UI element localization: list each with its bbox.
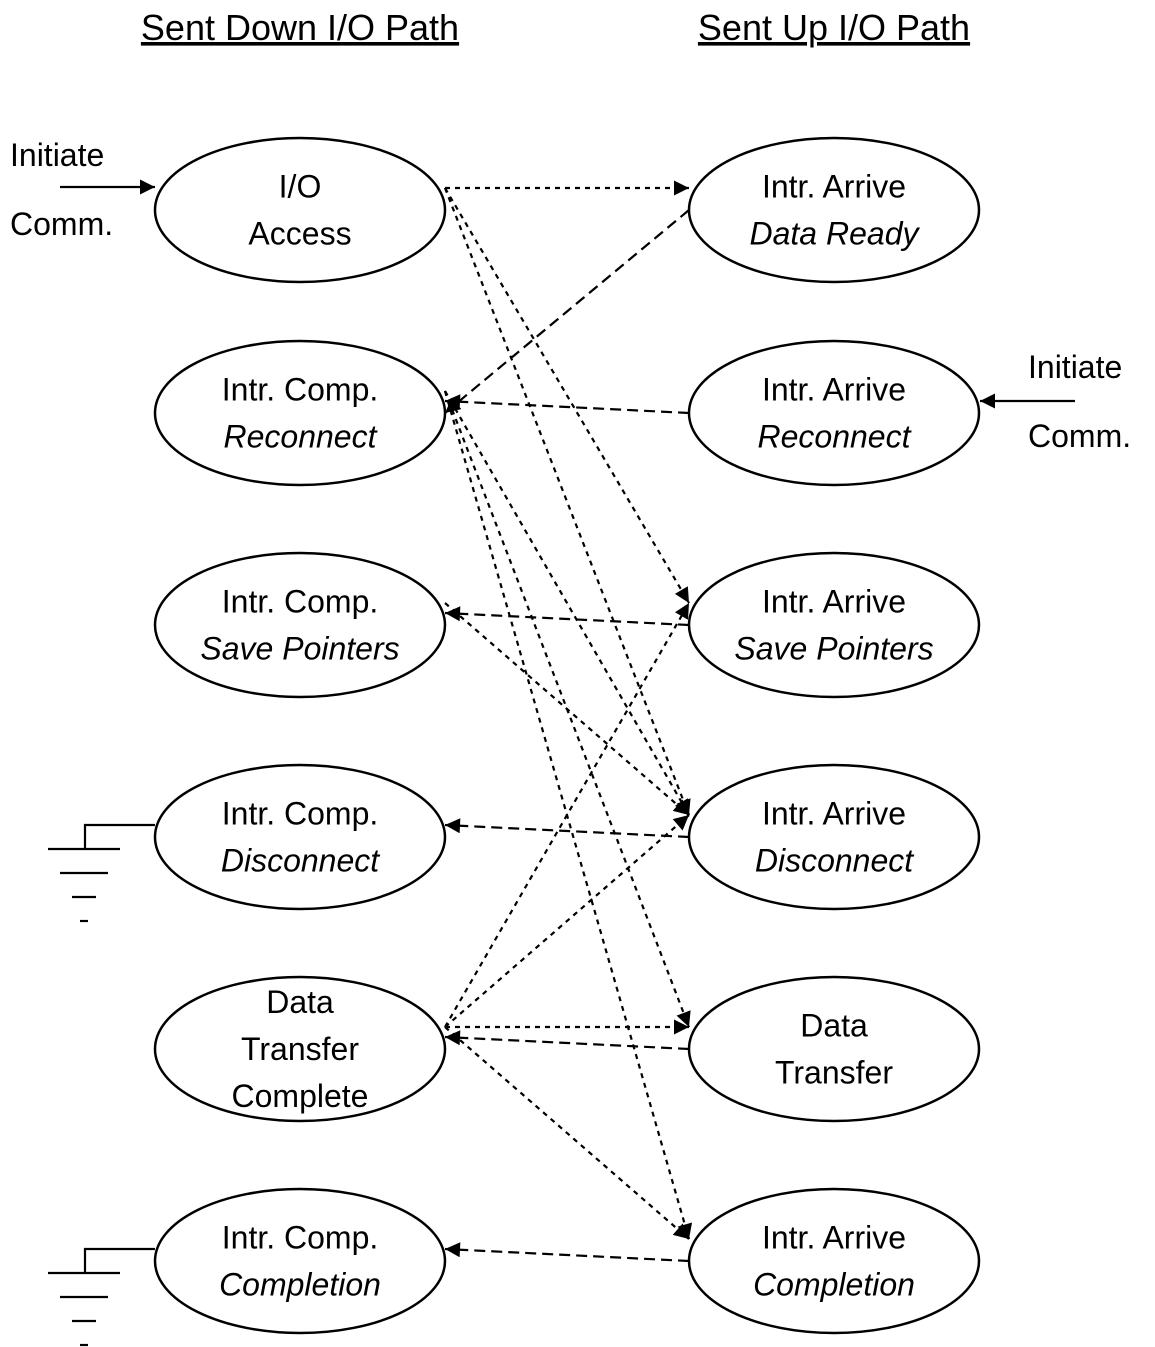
initiate-left-label: Initiate bbox=[10, 137, 104, 173]
node-ellipse bbox=[687, 136, 981, 284]
node-ellipse bbox=[153, 763, 447, 911]
node-label: Intr. Comp. bbox=[222, 1220, 379, 1256]
node-label: Data bbox=[266, 984, 334, 1020]
ground-symbol bbox=[48, 1247, 155, 1347]
node-label: Transfer bbox=[241, 1031, 359, 1067]
edge-up bbox=[444, 606, 690, 627]
initiate-right: Initiate Comm. bbox=[980, 349, 1131, 454]
node-ellipse bbox=[153, 975, 447, 1123]
edge-down bbox=[444, 187, 690, 604]
node-label: Transfer bbox=[775, 1055, 893, 1091]
node-intr-comp-save-pointers: Intr. Comp. Save Pointers bbox=[153, 551, 447, 699]
node-label: Intr. Comp. bbox=[222, 584, 379, 620]
node-label: Completion bbox=[753, 1267, 915, 1303]
node-label: Data Ready bbox=[750, 216, 921, 252]
edge-down bbox=[444, 602, 690, 1028]
node-ellipse bbox=[153, 551, 447, 699]
edge-up bbox=[444, 818, 690, 839]
edge-down bbox=[444, 814, 690, 1028]
node-ellipse bbox=[687, 339, 981, 487]
node-label: Disconnect bbox=[755, 843, 914, 879]
node-label: Access bbox=[248, 216, 351, 252]
node-label: Disconnect bbox=[221, 843, 380, 879]
node-ellipse bbox=[153, 1187, 447, 1335]
edge-up bbox=[444, 1030, 690, 1051]
node-ellipse bbox=[687, 975, 981, 1123]
node-label: Reconnect bbox=[224, 419, 378, 455]
node-ellipse bbox=[687, 763, 981, 911]
node-ellipse bbox=[153, 136, 447, 284]
node-label: I/O bbox=[279, 169, 322, 205]
edge-down bbox=[443, 187, 691, 816]
node-label: Intr. Arrive bbox=[762, 796, 906, 832]
node-ellipse bbox=[153, 339, 447, 487]
node-io-access: I/O Access bbox=[153, 136, 447, 284]
edge-up bbox=[444, 1242, 690, 1263]
initiate-left-label-2: Comm. bbox=[10, 206, 113, 242]
header-sent-up: Sent Up I/O Path bbox=[698, 7, 970, 48]
node-ellipse bbox=[687, 1187, 981, 1335]
initiate-right-label: Initiate bbox=[1028, 349, 1122, 385]
header-sent-down: Sent Down I/O Path bbox=[141, 7, 459, 48]
node-label: Save Pointers bbox=[734, 631, 933, 667]
edge-down bbox=[444, 1026, 690, 1240]
node-label: Data bbox=[800, 1008, 868, 1044]
edge-up bbox=[444, 394, 690, 415]
node-label: Complete bbox=[232, 1078, 369, 1114]
ground-symbol bbox=[48, 823, 155, 923]
edges-layer bbox=[443, 180, 693, 1263]
node-intr-comp-reconnect: Intr. Comp. Reconnect bbox=[153, 339, 447, 487]
edge-up bbox=[444, 209, 690, 414]
node-label: Intr. Arrive bbox=[762, 372, 906, 408]
node-label: Intr. Comp. bbox=[222, 372, 379, 408]
node-label: Intr. Arrive bbox=[762, 1220, 906, 1256]
grounds-layer bbox=[48, 823, 155, 1347]
node-label: Completion bbox=[219, 1267, 381, 1303]
initiate-right-label-2: Comm. bbox=[1028, 418, 1131, 454]
node-intr-comp-completion: Intr. Comp. Completion bbox=[153, 1187, 447, 1335]
node-label: Intr. Arrive bbox=[762, 584, 906, 620]
node-label: Intr. Comp. bbox=[222, 796, 379, 832]
edge-down bbox=[444, 602, 690, 816]
node-label: Reconnect bbox=[758, 419, 912, 455]
edge-down bbox=[444, 390, 690, 816]
node-intr-comp-disconnect: Intr. Comp. Disconnect bbox=[153, 763, 447, 911]
initiate-left: Initiate Comm. bbox=[10, 137, 155, 242]
node-ellipse bbox=[687, 551, 981, 699]
node-label: Save Pointers bbox=[200, 631, 399, 667]
node-label: Intr. Arrive bbox=[762, 169, 906, 205]
